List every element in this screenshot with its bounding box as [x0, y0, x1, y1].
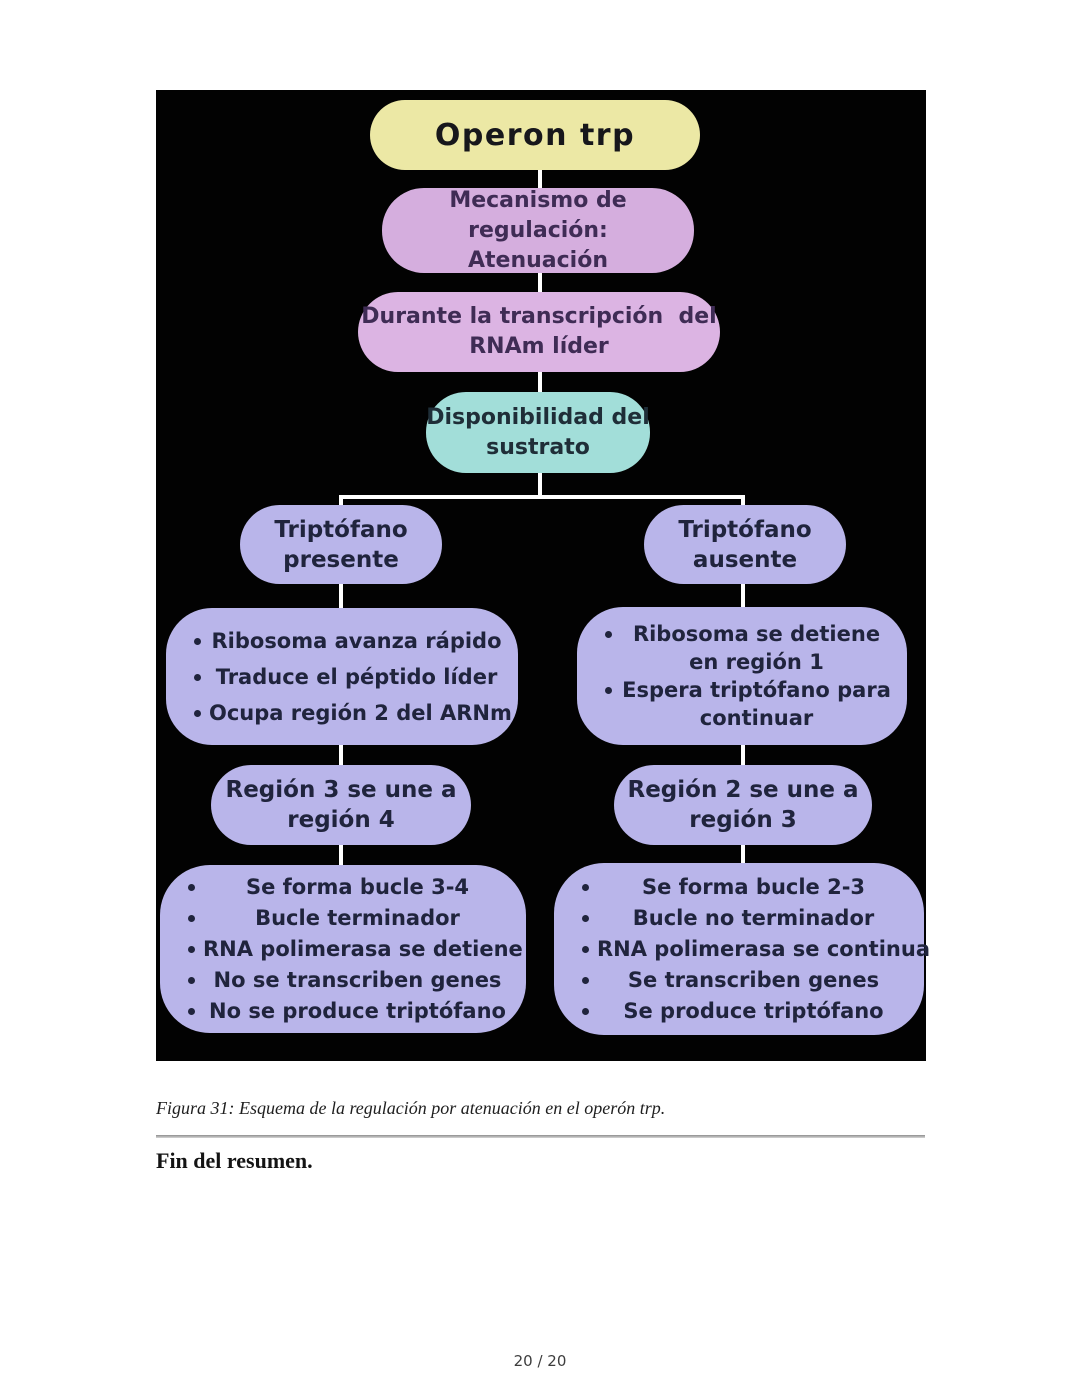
node-disponibilidad-sustrato: Disponibilidad del sustrato	[426, 392, 650, 473]
connector-branch-bar	[339, 495, 745, 499]
connector-line	[538, 273, 542, 292]
list-item: RNA polimerasa se detiene	[174, 934, 523, 965]
list-item: RNA polimerasa se continua	[568, 934, 930, 965]
connector-line	[741, 584, 745, 608]
node-region-2-3: Región 2 se une a región 3	[614, 765, 872, 845]
page-number: 20 / 20	[513, 1352, 567, 1370]
bullet-icon	[188, 883, 195, 891]
list-item: Se transcriben genes	[568, 965, 910, 996]
node-text-line: región 4	[287, 807, 395, 833]
bullet-icon	[188, 914, 195, 922]
node-operon-trp: Operon trp	[370, 100, 700, 170]
bullet-icon	[194, 673, 201, 681]
bullet-icon	[582, 914, 589, 922]
node-text-line: Mecanismo de regulación:	[449, 187, 635, 243]
figure-caption: Figura 31: Esquema de la regulación por …	[156, 1098, 666, 1118]
bullet-icon	[605, 631, 612, 638]
connector-line	[339, 745, 343, 766]
node-triptofano-presente: Triptófano presente	[240, 505, 442, 584]
node-text-line: región 3	[689, 807, 797, 833]
bullet-icon	[194, 709, 201, 717]
node-text-line: Triptófano	[274, 516, 408, 543]
connector-line	[538, 372, 542, 392]
node-text-line: Región 3 se une a	[225, 777, 457, 803]
list-item: Se produce triptófano	[568, 996, 910, 1027]
bullet-icon	[194, 637, 201, 645]
bullet-icon	[582, 1007, 589, 1015]
bullet-icon	[582, 976, 589, 984]
bullet-icon	[188, 976, 195, 984]
list-item: No se transcriben genes	[174, 965, 512, 996]
connector-line	[339, 495, 343, 506]
node-text-line: Región 2 se une a	[627, 777, 859, 803]
connector-line	[741, 495, 745, 506]
node-text-line: ausente	[692, 546, 798, 573]
connector-line	[741, 745, 745, 766]
connector-line	[741, 845, 745, 864]
list-item: Traduce el péptido líder	[180, 659, 504, 695]
list-presente-outcome: Se forma bucle 3-4 Bucle terminador RNA …	[160, 865, 526, 1033]
node-mecanismo-regulacion: Mecanismo de regulación: Atenuación	[382, 188, 694, 273]
list-item: Ocupa región 2 del ARNm	[180, 695, 512, 731]
list-item: Bucle no terminador	[568, 903, 910, 934]
node-triptofano-ausente: Triptófano ausente	[644, 505, 846, 584]
connector-line	[339, 845, 343, 866]
node-text-line: RNAm líder	[469, 334, 609, 359]
closing-text: Fin del resumen.	[156, 1148, 313, 1173]
list-item: Espera triptófano para continuar	[591, 676, 893, 732]
node-durante-transcripcion: Durante la transcripción del RNAm líder	[358, 292, 720, 372]
connector-line	[538, 170, 542, 188]
node-title-text: Operon trp	[434, 117, 636, 153]
figure-diagram-panel: Operon trp Mecanismo de regulación: Aten…	[156, 90, 930, 1061]
bullet-icon	[605, 687, 612, 694]
list-item: No se produce triptófano	[174, 996, 512, 1027]
node-text-line: sustrato	[486, 434, 590, 460]
list-ausente-outcome: Se forma bucle 2-3 Bucle no terminador R…	[554, 863, 930, 1035]
node-text-line: presente	[283, 546, 399, 573]
list-item: Ribosoma se detiene en región 1	[591, 620, 893, 676]
list-item: Bucle terminador	[174, 903, 512, 934]
bullet-icon	[188, 1007, 195, 1015]
bullet-icon	[582, 883, 589, 891]
list-ausente-actions: Ribosoma se detiene en región 1 Espera t…	[577, 607, 907, 745]
connector-line	[339, 584, 343, 609]
node-text-line: Triptófano	[678, 516, 812, 543]
list-item: Se forma bucle 2-3	[568, 872, 910, 903]
bullet-icon	[188, 945, 195, 953]
bullet-icon	[582, 945, 589, 953]
list-item: Se forma bucle 3-4	[174, 872, 512, 903]
node-text-line: Durante la transcripción del	[361, 304, 717, 329]
node-text-line: Atenuación	[468, 247, 608, 273]
node-region-3-4: Región 3 se une a región 4	[211, 765, 471, 845]
connector-line	[538, 473, 542, 497]
horizontal-rule	[156, 1135, 925, 1138]
list-item: Ribosoma avanza rápido	[180, 623, 504, 659]
node-text-line: Disponibilidad del	[426, 404, 650, 430]
list-presente-actions: Ribosoma avanza rápido Traduce el péptid…	[166, 608, 518, 745]
